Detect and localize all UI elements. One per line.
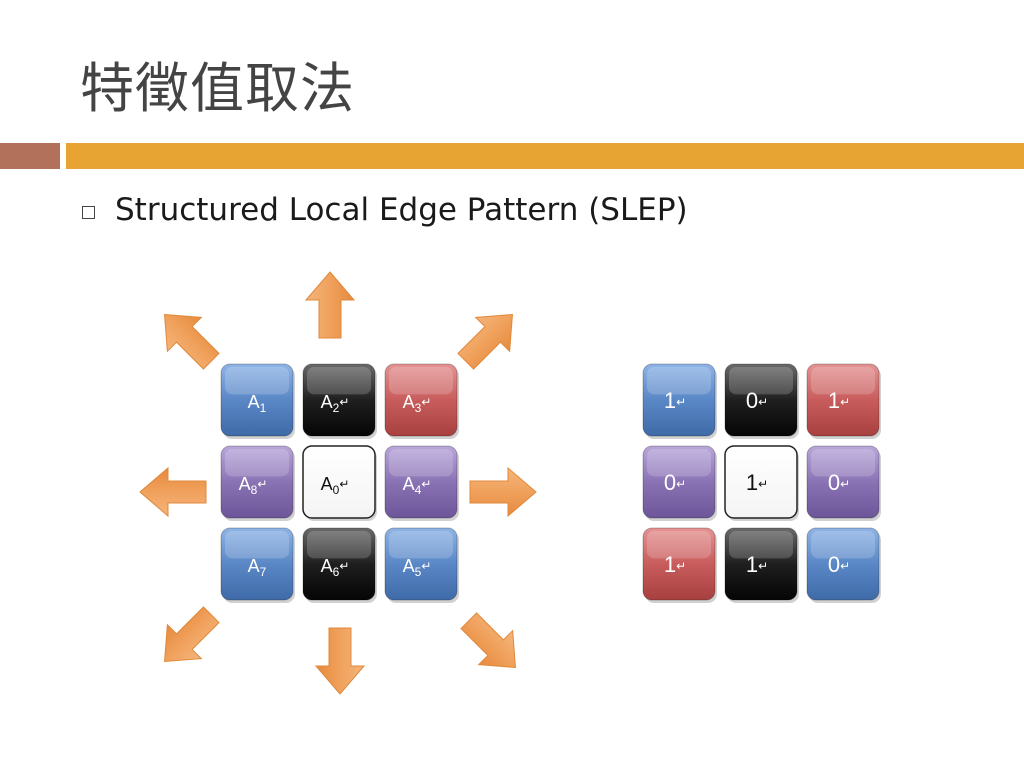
label-cell: A6↵	[302, 527, 377, 603]
label-cell: A7	[220, 527, 295, 603]
title-rule-bar	[66, 143, 1024, 169]
label-cell: A2↵	[302, 363, 377, 439]
arrow-up-right-icon	[457, 314, 513, 370]
cell-value-text: 0↵	[828, 552, 850, 577]
value-cell: 0↵	[806, 445, 881, 521]
arrow-down-right-icon	[460, 612, 516, 668]
cell-label-text: A1	[248, 392, 267, 415]
cell-value-text: 0↵	[746, 388, 768, 413]
value-cell: 0↵	[724, 363, 799, 439]
cell-label-text: A2↵	[321, 392, 350, 415]
bullet-text: Structured Local Edge Pattern (SLEP)	[115, 192, 688, 228]
arrow-up-icon	[304, 271, 356, 339]
arrow-down-icon	[314, 627, 366, 695]
value-cell: 1↵	[642, 363, 717, 439]
label-cell: A3↵	[384, 363, 459, 439]
value-cell: 1↵	[724, 527, 799, 603]
value-cell: 1↵	[642, 527, 717, 603]
value-cell: 1↵	[806, 363, 881, 439]
value-cell: 1↵	[724, 445, 799, 521]
cell-value-text: 1↵	[746, 552, 768, 577]
cell-label-text: A3↵	[403, 392, 432, 415]
cell-value-text: 1↵	[828, 388, 850, 413]
label-cell: A4↵	[384, 445, 459, 521]
value-cell: 0↵	[642, 445, 717, 521]
arrow-left-icon	[139, 466, 207, 518]
square-bullet-icon	[82, 206, 95, 219]
title-rule-accent	[0, 143, 60, 169]
arrow-right-icon	[469, 466, 537, 518]
cell-value-text: 1↵	[664, 388, 686, 413]
cell-label-text: A6↵	[321, 556, 350, 579]
label-cell: A8↵	[220, 445, 295, 521]
slide-title: 特徵值取法	[80, 57, 355, 120]
arrow-down-left-icon	[164, 606, 220, 662]
cell-label-text: A7	[248, 556, 267, 579]
value-cell: 0↵	[806, 527, 881, 603]
label-cell: A1	[220, 363, 295, 439]
cell-label-text: A8↵	[239, 474, 268, 497]
label-cell: A5↵	[384, 527, 459, 603]
label-cell: A0↵	[302, 445, 377, 521]
arrow-up-left-icon	[164, 314, 220, 370]
cell-value-text: 1↵	[664, 552, 686, 577]
cell-value-text: 0↵	[828, 470, 850, 495]
cell-label-text: A0↵	[321, 474, 350, 497]
cell-label-text: A5↵	[403, 556, 432, 579]
cell-value-text: 0↵	[664, 470, 686, 495]
cell-value-text: 1↵	[746, 470, 768, 495]
cell-label-text: A4↵	[403, 474, 432, 497]
